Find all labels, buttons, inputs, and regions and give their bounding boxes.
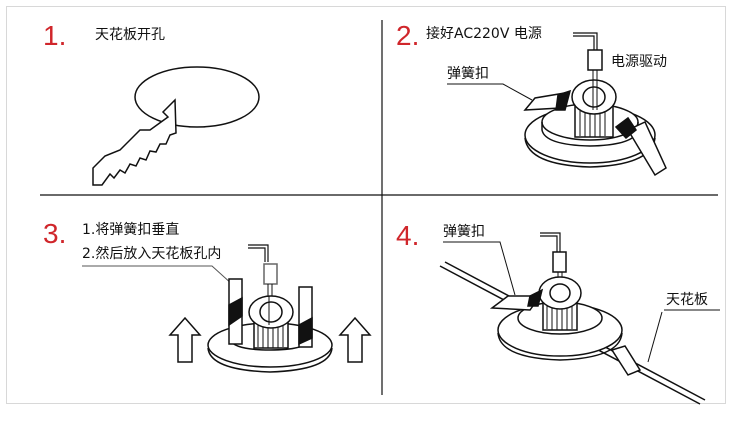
step2-number: 2. [396, 20, 420, 51]
led-cylinder [571, 79, 617, 115]
up-arrow-left-icon [168, 316, 202, 363]
label-leader-line [82, 265, 234, 286]
step4-illustration [439, 232, 720, 405]
power-wire [573, 32, 598, 50]
ceiling-hole [134, 66, 260, 128]
driver-box [552, 251, 567, 273]
diagram-frame [6, 6, 726, 404]
driver-box [587, 49, 603, 71]
step2-label: 接好AC220V 电源 [426, 26, 542, 42]
step2-illustration [447, 32, 667, 177]
spring-clip-right [626, 120, 667, 177]
step3-illustration [82, 244, 372, 373]
step1-label: 天花板开孔 [95, 27, 165, 43]
driver-box [263, 263, 278, 285]
step1-illustration [92, 66, 260, 186]
saw-icon [92, 98, 177, 186]
up-arrow-right-icon [338, 316, 372, 363]
step3-line1: 1.将弹簧扣垂直 [82, 222, 180, 238]
clip-leader-line [443, 241, 516, 296]
clip-label: 弹簧扣 [443, 224, 485, 240]
driver-label: 电源驱动 [611, 54, 667, 70]
ceiling-label: 天花板 [666, 292, 708, 308]
step3-number: 3. [43, 218, 67, 249]
clip-leader-line [447, 83, 533, 101]
step1-number: 1. [43, 20, 67, 51]
spring-clip-right [610, 345, 642, 376]
step3-line2: 2.然后放入天花板孔内 [82, 246, 222, 262]
step4-number: 4. [396, 220, 420, 251]
clip-label: 弹簧扣 [447, 66, 489, 82]
